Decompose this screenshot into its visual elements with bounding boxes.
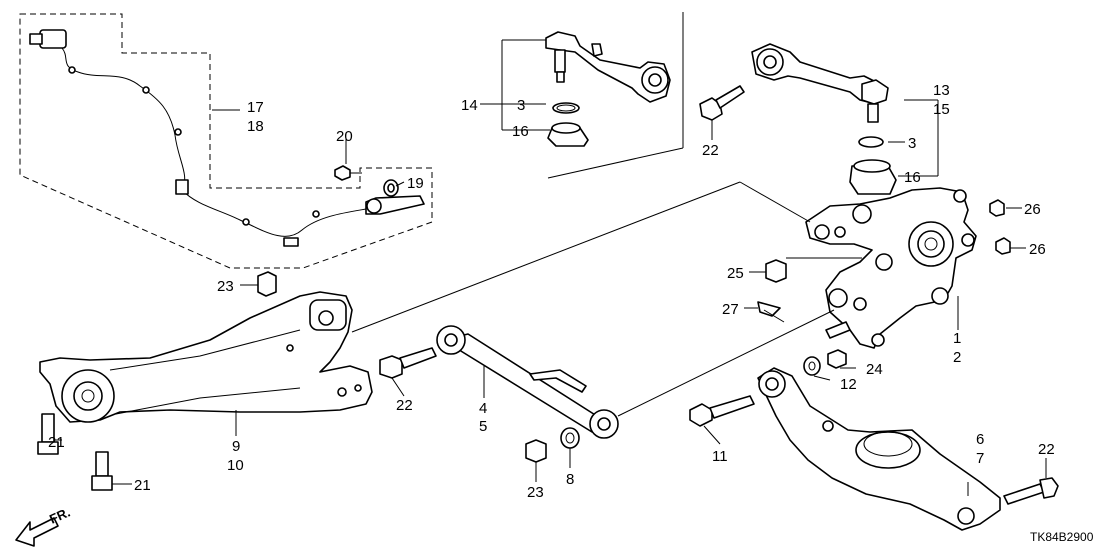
callout-11: 11 xyxy=(712,448,728,465)
nut-26-lower xyxy=(995,237,1011,255)
washer-12 xyxy=(803,356,821,376)
right-upper-arm xyxy=(751,43,897,195)
callout-21-upper: 21 xyxy=(48,434,65,451)
clip-27 xyxy=(757,301,785,323)
front-indicator: FR. xyxy=(47,505,72,527)
callout-12: 12 xyxy=(840,376,857,393)
bolt-22-middle-left xyxy=(379,347,437,379)
callout-8: 8 xyxy=(566,471,574,488)
callout-26-upper: 26 xyxy=(1024,201,1041,218)
lower-arm xyxy=(757,367,1001,531)
stud-bolt xyxy=(825,321,851,339)
bolt-21-upper xyxy=(37,413,59,455)
diagram-code: TK84B2900 xyxy=(1030,530,1094,544)
callout-20: 20 xyxy=(336,128,353,145)
nut-26-upper xyxy=(989,199,1005,217)
callout-13: 13 xyxy=(933,82,950,99)
bolt-22-lower-right xyxy=(1003,477,1059,505)
nut-23-lower xyxy=(525,439,547,463)
callout-22-right: 22 xyxy=(1038,441,1055,458)
bolt-21-lower xyxy=(91,451,113,491)
callout-17: 17 xyxy=(247,99,264,116)
nut-23-upper xyxy=(257,271,277,297)
front-arrow-icon xyxy=(15,517,59,547)
callout-labels: 17 18 20 19 14 3 16 22 13 15 3 16 26 26 … xyxy=(48,82,1055,501)
nut-24 xyxy=(827,349,847,369)
callout-10: 10 xyxy=(227,457,244,474)
callout-18: 18 xyxy=(247,118,264,135)
callout-19: 19 xyxy=(407,175,424,192)
callout-26-lower: 26 xyxy=(1029,241,1046,258)
bolt-20 xyxy=(334,165,362,181)
callout-5: 5 xyxy=(479,418,487,435)
callout-23-upper: 23 xyxy=(217,278,234,295)
bolt-22-top xyxy=(699,85,745,121)
callout-16-left: 16 xyxy=(512,123,529,140)
callout-1: 1 xyxy=(953,330,961,347)
trailing-arm xyxy=(39,291,373,423)
callout-4: 4 xyxy=(479,400,487,417)
callout-23-lower: 23 xyxy=(527,484,544,501)
upper-arm-inset xyxy=(545,12,684,179)
nut-25 xyxy=(765,257,862,283)
callout-22-top: 22 xyxy=(702,142,719,159)
grommet-19 xyxy=(383,179,399,197)
callout-27: 27 xyxy=(722,301,739,318)
callout-21-lower: 21 xyxy=(134,477,151,494)
callout-3-left: 3 xyxy=(517,97,525,114)
callout-9: 9 xyxy=(232,438,240,455)
callout-6: 6 xyxy=(976,431,984,448)
callout-3-right: 3 xyxy=(908,135,916,152)
callout-16-right: 16 xyxy=(904,169,921,186)
callout-15: 15 xyxy=(933,101,950,118)
knuckle xyxy=(805,187,977,349)
callout-25: 25 xyxy=(727,265,744,282)
callout-2: 2 xyxy=(953,349,961,366)
lateral-link xyxy=(436,325,619,439)
callout-22-middle: 22 xyxy=(396,397,413,414)
leader-lines xyxy=(54,39,1047,496)
washer-8 xyxy=(560,427,580,449)
bolt-11 xyxy=(689,395,755,427)
wheel-speed-sensor-group xyxy=(19,13,433,269)
callout-24: 24 xyxy=(866,361,883,378)
callout-7: 7 xyxy=(976,450,984,467)
callout-14: 14 xyxy=(461,97,478,114)
